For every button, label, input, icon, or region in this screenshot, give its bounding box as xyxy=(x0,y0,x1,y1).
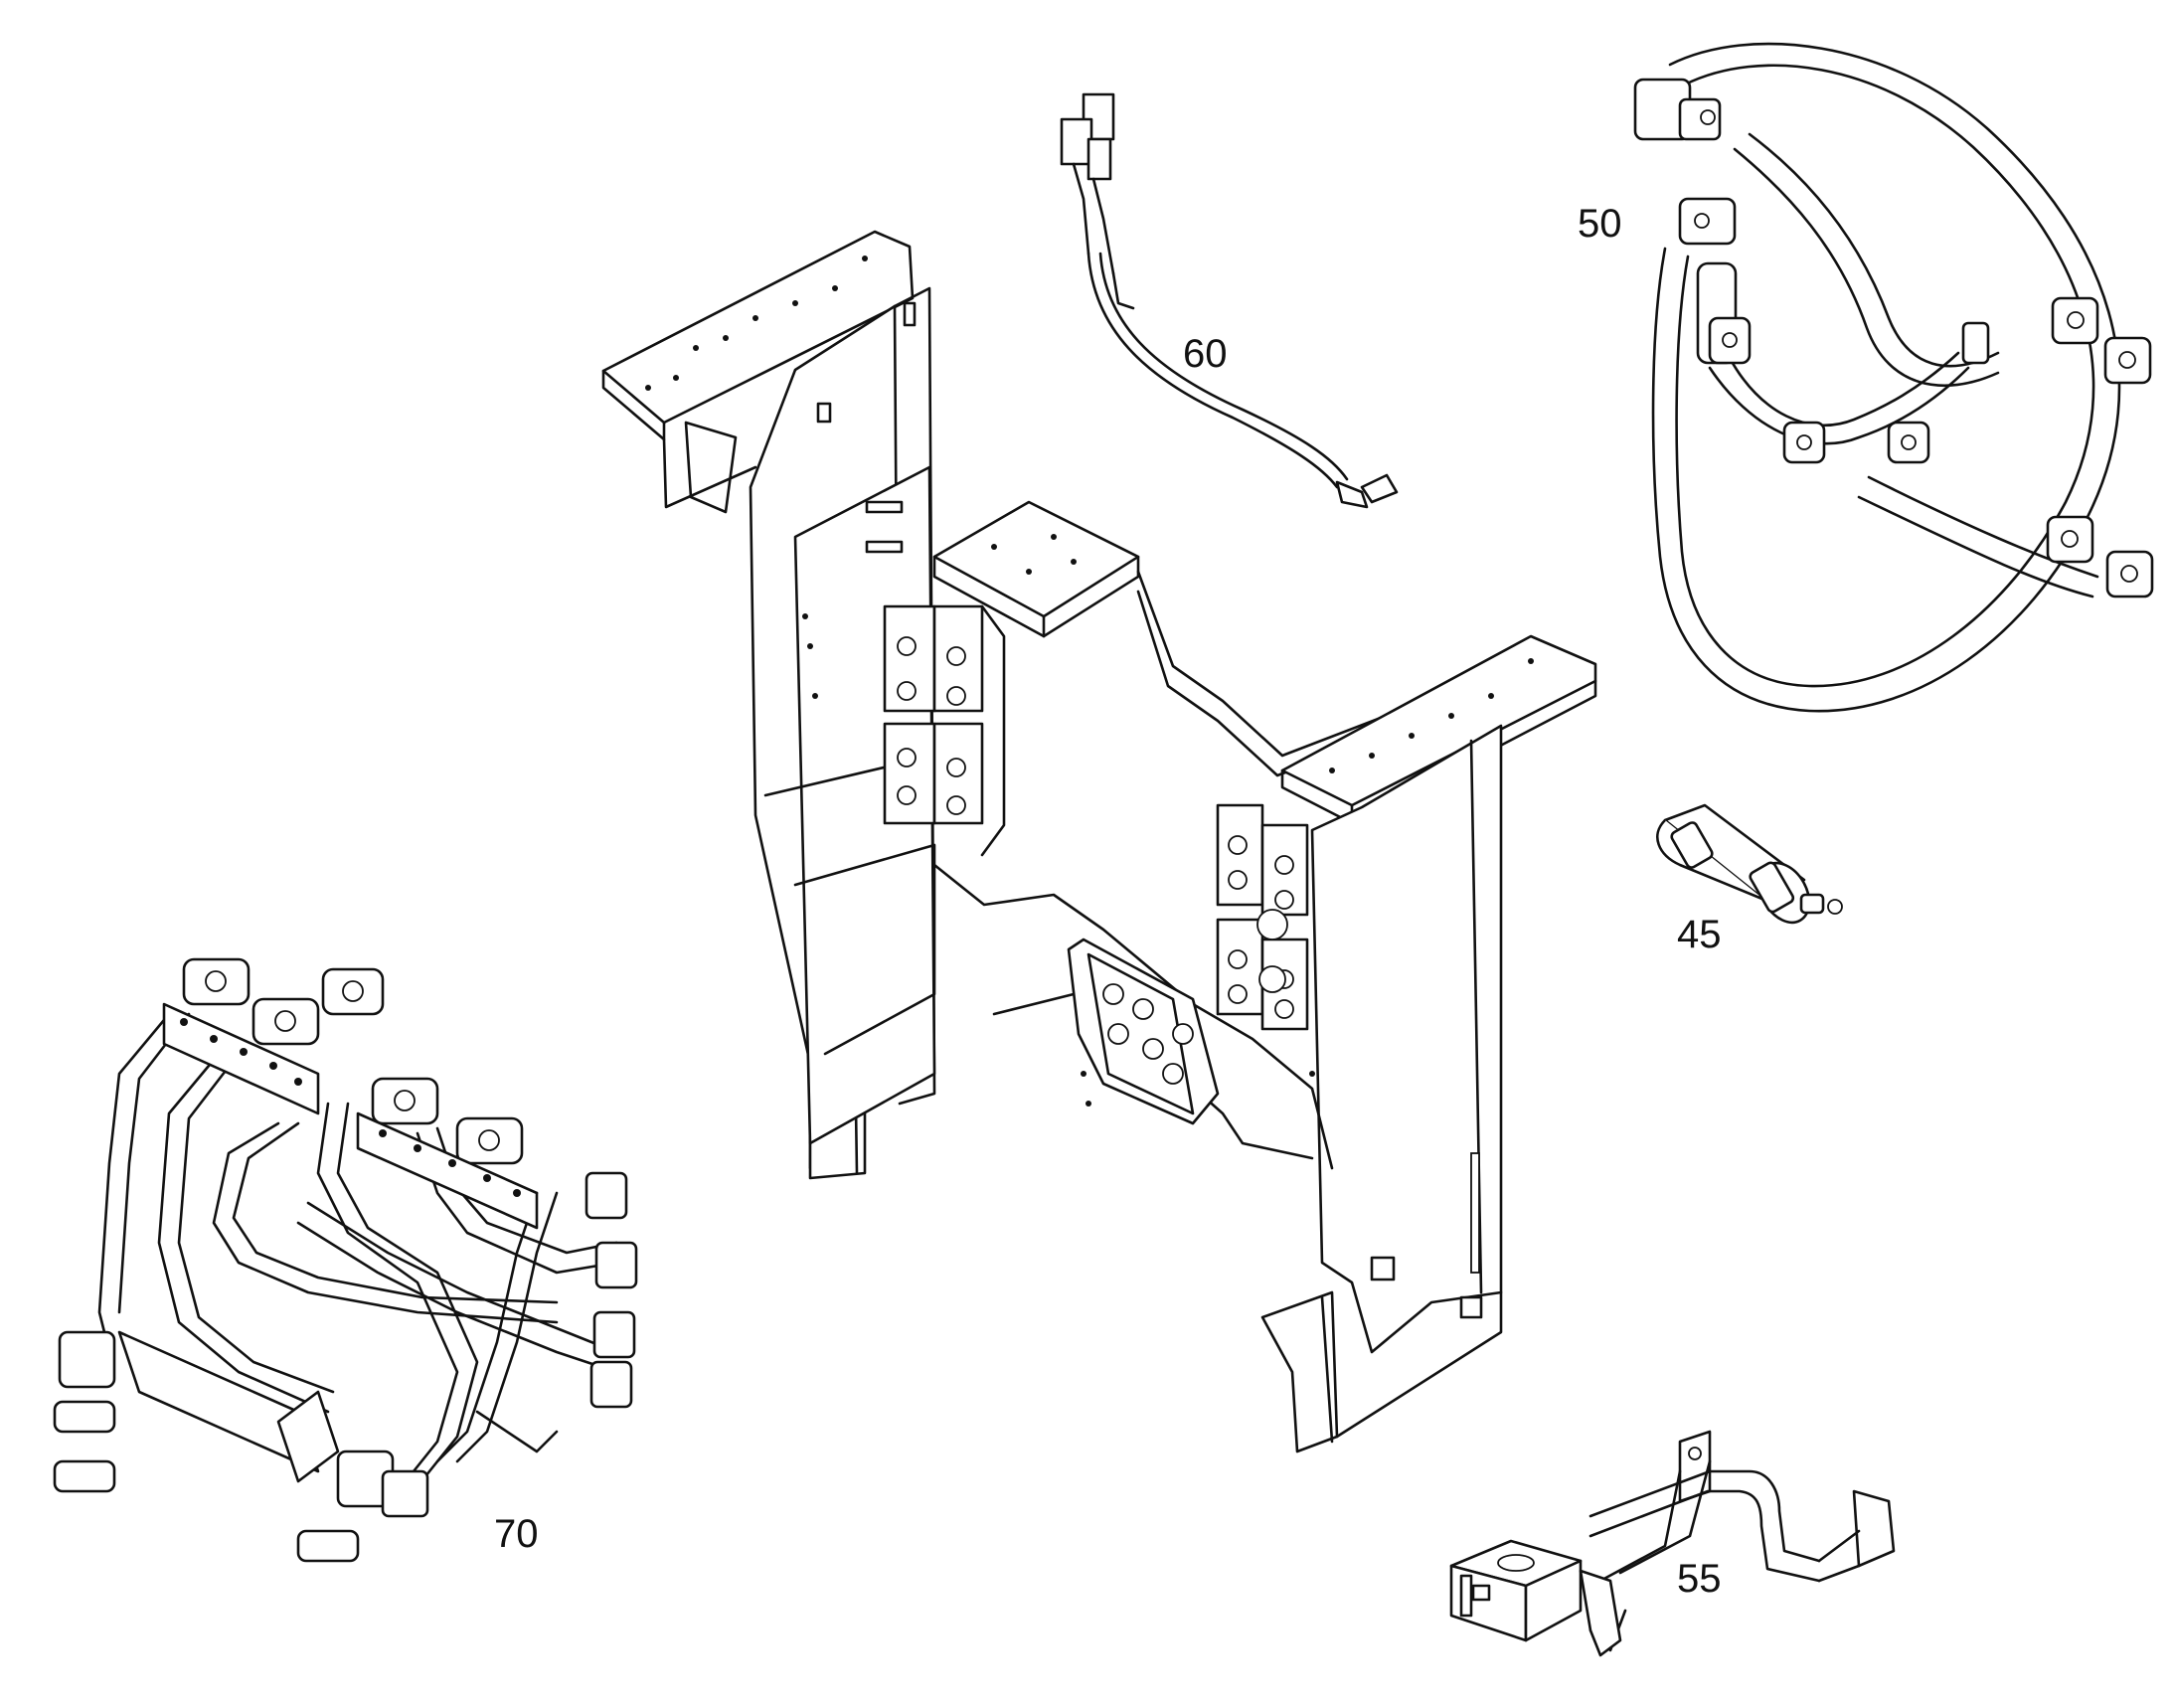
callout-50: 50 xyxy=(1578,202,1622,246)
callout-70: 70 xyxy=(494,1512,539,1556)
hose-assembly-50-drawing xyxy=(1633,42,2154,713)
callout-45: 45 xyxy=(1677,913,1722,956)
pipe-bracket-55-drawing xyxy=(1449,1430,1896,1657)
callout-60: 60 xyxy=(1183,332,1228,376)
main-frame-drawing xyxy=(601,230,1597,1453)
sensor-hose-60-drawing xyxy=(1060,92,1399,509)
filter-45-drawing xyxy=(1656,803,1843,925)
callout-55: 55 xyxy=(1677,1557,1722,1601)
pipe-manifold-70-drawing xyxy=(53,957,638,1563)
